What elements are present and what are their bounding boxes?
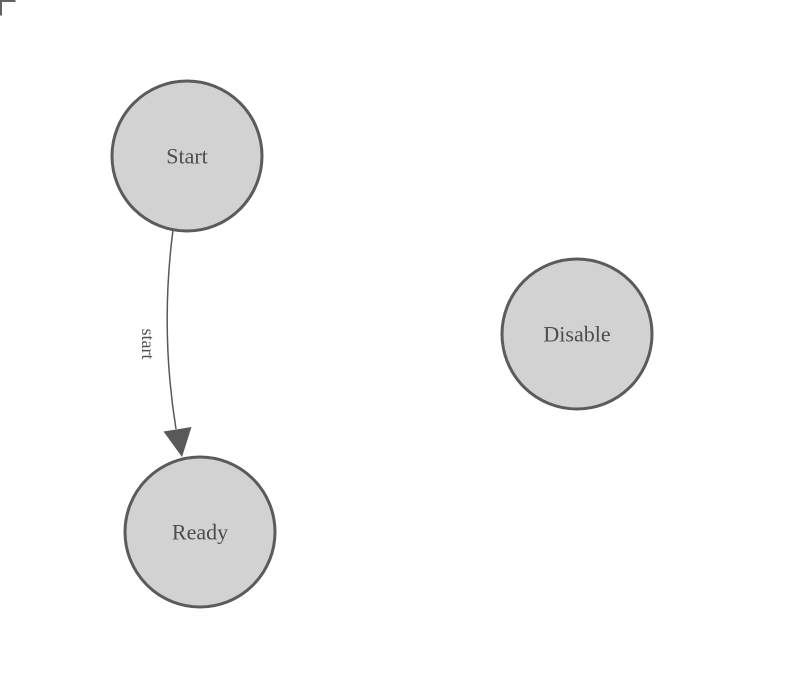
state-node-disable[interactable]: Disable	[500, 257, 654, 411]
transition-path[interactable]	[166, 229, 177, 430]
transition-label: start	[138, 329, 158, 360]
transition-start-to-ready[interactable]: start	[138, 229, 192, 457]
canvas-origin-corner-mark	[0, 0, 16, 16]
state-node-start-circle[interactable]	[110, 79, 264, 233]
transition-arrowhead-icon	[163, 427, 192, 457]
state-node-ready[interactable]: Ready	[123, 455, 277, 609]
state-node-ready-circle[interactable]	[123, 455, 277, 609]
state-node-disable-circle[interactable]	[500, 257, 654, 411]
state-node-start[interactable]: Start	[110, 79, 264, 233]
